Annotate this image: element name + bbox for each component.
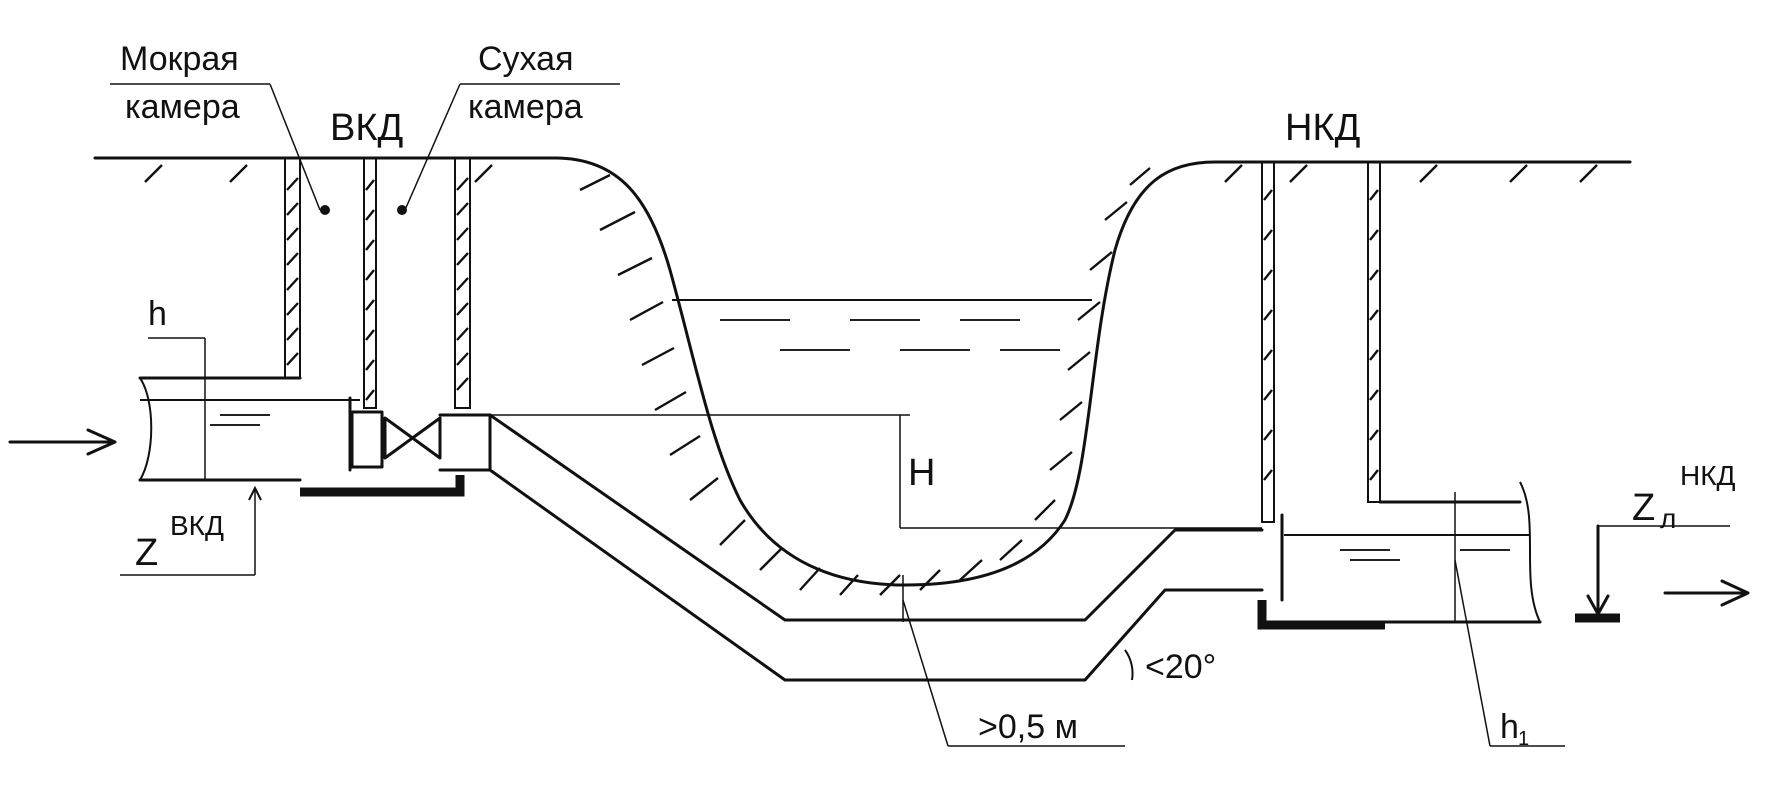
inflow-arrow [8, 428, 117, 456]
ravine-water [672, 299, 1092, 351]
head-label: H [908, 452, 935, 494]
culvert-entry [438, 413, 492, 472]
upstream-base-slab [300, 475, 465, 497]
wet-dry-partition [363, 157, 377, 409]
dim-head [490, 414, 1262, 529]
outflow-arrow [1663, 579, 1750, 607]
outlet-depth-subscript: 1 [1518, 728, 1529, 750]
z-upstream-label: Z [135, 532, 158, 574]
ground-line-left [93, 156, 1632, 587]
culvert-top-edge [488, 413, 1264, 622]
dim-cover-depth [902, 575, 1125, 747]
gate-valve-icon [383, 416, 442, 460]
dim-h1-outlet [1454, 492, 1565, 747]
z-upstream-superscript: ВКД [170, 510, 224, 541]
gate-valve-body [350, 410, 384, 469]
dry-chamber-label-line2: камера [468, 88, 583, 126]
dry-chamber-wall-right [454, 157, 471, 409]
downstream-wall-right [1367, 161, 1381, 503]
wet-chamber-label-line1: Мокрая [120, 40, 239, 78]
cover-depth-label: >0,5 м [978, 708, 1078, 746]
dim-z-downstream [1575, 524, 1730, 623]
inlet-pipe-break [139, 377, 153, 481]
dry-chamber-leader [404, 83, 461, 211]
slope-angle-label: <20° [1145, 648, 1216, 686]
dim-slope-angle [1124, 649, 1134, 681]
small-depth-label: h [148, 295, 167, 333]
dim-z-upstream [120, 485, 262, 576]
ground-surface [93, 156, 1632, 596]
downstream-well-label: НКД [1285, 107, 1361, 149]
downstream-base-slab [1257, 600, 1385, 630]
ravine-hatching-left [579, 173, 859, 596]
upstream-well [138, 157, 492, 497]
outlet-depth-label: h [1500, 708, 1519, 746]
downstream-well [1257, 161, 1542, 630]
wet-chamber-label-line2: камера [125, 88, 240, 126]
z-downstream-superscript: НКД [1680, 460, 1736, 491]
z-downstream-label: Z [1632, 487, 1655, 529]
ground-hatching-top [144, 164, 1598, 183]
dim-h-inlet [148, 337, 206, 480]
z-downstream-subscript: л [1660, 503, 1676, 534]
culvert-bottom-edge [488, 468, 1264, 682]
wet-chamber-marker [320, 205, 330, 215]
wet-chamber-leader [269, 83, 321, 211]
downstream-wall-left [1261, 161, 1275, 523]
dry-chamber-marker [397, 205, 407, 215]
culvert-pipe [488, 413, 1264, 682]
dry-chamber-label-line1: Сухая [478, 40, 574, 78]
upstream-well-label: ВКД [330, 107, 403, 149]
ravine-hatching-right [879, 167, 1151, 596]
wet-chamber-wall-left [284, 157, 301, 379]
water-dashes [720, 319, 1060, 351]
outlet-pipe-break [1519, 481, 1541, 623]
